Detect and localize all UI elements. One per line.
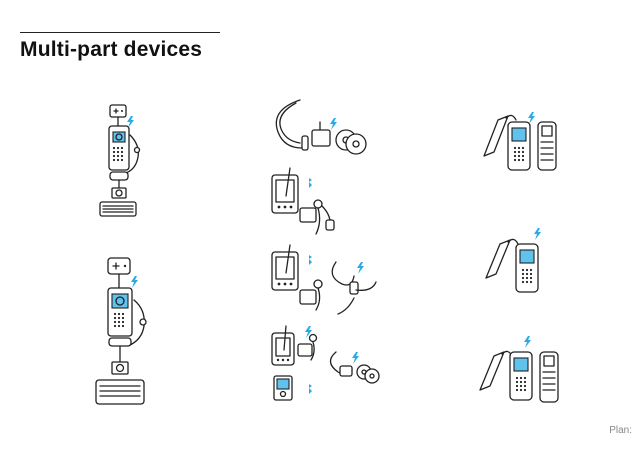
illustration-pda-player-discs (271, 325, 380, 401)
illustration-phone-lanyard-small (479, 336, 559, 403)
brand-label: Plan: (609, 425, 632, 436)
title-rule (20, 32, 220, 33)
illustration-phone-gamepad-large (95, 257, 147, 405)
page-title: Multi-part devices (20, 38, 203, 61)
illustration-phone-lanyard (485, 228, 541, 293)
illustration-phone-camera-keyboard (99, 104, 141, 217)
illustration-pda-watch (271, 244, 377, 315)
illustration-pda-headset (271, 167, 335, 235)
illustration-neckband-discs (275, 99, 367, 155)
illustration-phone-lanyard-cover (483, 112, 557, 171)
